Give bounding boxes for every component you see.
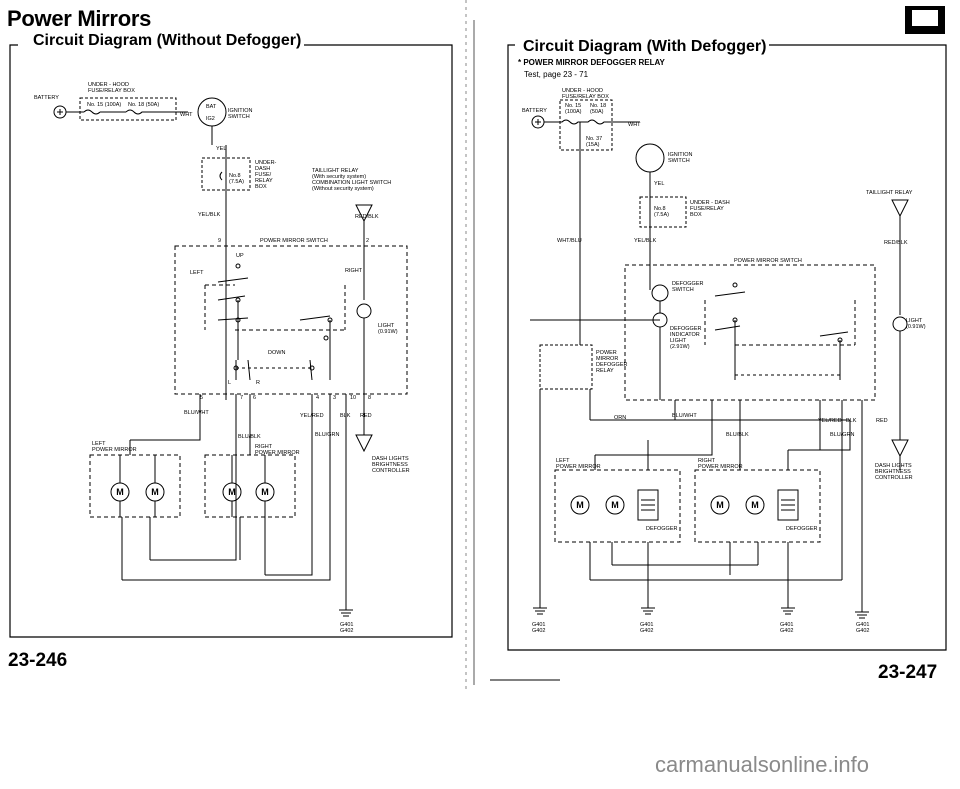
- r-power-mirror-switch-label: POWER MIRROR SWITCH: [734, 258, 802, 264]
- r-fuse-18-label: No. 18 (50A): [590, 103, 607, 115]
- r-wht-blu-wire-label: WHT/BLU: [557, 238, 582, 244]
- dash-lights-label: DASH LIGHTS BRIGHTNESS CONTROLLER: [372, 456, 410, 474]
- r-blu-wht-wire-label: BLU/WHT: [672, 413, 697, 419]
- left-power-mirror-label: LEFT POWER MIRROR: [92, 441, 137, 453]
- svg-text:M: M: [716, 500, 724, 510]
- pin-7-label: 7: [240, 395, 244, 401]
- red-wire-label: RED: [360, 413, 372, 419]
- svg-text:M: M: [576, 500, 584, 510]
- r-light-label: LIGHT (0.91W): [906, 318, 926, 330]
- r-underhood-label: UNDER - HOOD FUSE/RELAY BOX: [562, 88, 609, 100]
- r-defogger-indicator-label: DEFOGGER INDICATOR LIGHT (2.91W): [670, 326, 702, 350]
- switch-down-label: DOWN: [268, 350, 286, 356]
- svg-text:M: M: [611, 500, 619, 510]
- r-blk-wire-label: BLK: [846, 418, 857, 424]
- left-diagram-title: Circuit Diagram (Without Defogger): [30, 32, 305, 50]
- r-yel-wire-label: YEL: [654, 181, 665, 187]
- fuse-18-label: No. 18 (50A): [128, 102, 160, 108]
- r-yel-red-wire-label: YEL/RED: [818, 418, 842, 424]
- fuse-8-label: No.8 (7.5A): [229, 173, 244, 185]
- switch-right-label: RIGHT: [345, 268, 363, 274]
- r-left-power-mirror-label: LEFT POWER MIRROR: [556, 458, 601, 470]
- power-mirror-switch-label: POWER MIRROR SWITCH: [260, 238, 328, 244]
- light-label: LIGHT (0.91W): [378, 323, 398, 335]
- taillight-relay-label: TAILLIGHT RELAY (With security system) C…: [312, 168, 392, 192]
- watermark: carmanualsonline.info: [655, 752, 870, 777]
- r-taillight-relay-label: TAILLIGHT RELAY: [866, 190, 913, 196]
- pin-2-label: 2: [366, 238, 370, 244]
- r-left-defogger-label: DEFOGGER: [646, 526, 678, 532]
- r-ground-2-label: G401 G402: [640, 622, 654, 634]
- r-label: R: [256, 380, 260, 386]
- r-fuse-15-label: No. 15 (100A): [565, 103, 582, 115]
- bat-ig-label: BAT IG2: [206, 104, 217, 122]
- red-blk-wire-label: RED/BLK: [355, 214, 379, 220]
- yel-blk-wire-label: YEL/BLK: [198, 212, 221, 218]
- r-ground-4-label: G401 G402: [856, 622, 870, 634]
- r-battery-label: BATTERY: [522, 108, 547, 114]
- r-blu-blk-wire-label: BLU/BLK: [726, 432, 749, 438]
- ignition-switch-label: IGNITION SWITCH: [228, 108, 253, 120]
- r-yel-blk-wire-label: YEL/BLK: [634, 238, 657, 244]
- right-page-number: 23-247: [878, 662, 938, 683]
- right-diagram-title: Circuit Diagram (With Defogger): [520, 38, 770, 56]
- fuse-15-label: No. 15 (100A): [87, 102, 122, 108]
- switch-left-label: LEFT: [190, 270, 204, 276]
- test-reference: Test, page 23 - 71: [524, 70, 589, 79]
- blu-grn-wire-label: BLU/GRN: [315, 432, 340, 438]
- r-underdash-box-label: UNDER - DASH FUSE/RELAY BOX: [690, 200, 730, 218]
- blu-wht-wire-label: BLU/WHT: [184, 410, 209, 416]
- left-page-number: 23-246: [8, 650, 68, 671]
- r-ground-1-label: G401 G402: [532, 622, 546, 634]
- svg-text:M: M: [151, 487, 159, 497]
- pin-10-label: 10: [350, 395, 357, 401]
- r-ignition-switch-label: IGNITION SWITCH: [668, 152, 693, 164]
- pin-5-label: 5: [200, 395, 204, 401]
- yel-red-wire-label: YEL/RED: [300, 413, 324, 419]
- underdash-box-label: UNDER- DASH FUSE/ RELAY BOX: [255, 160, 277, 190]
- l-label: L: [228, 380, 232, 386]
- pin-3-label: 3: [333, 395, 337, 401]
- svg-text:M: M: [261, 487, 269, 497]
- defogger-relay-note: * POWER MIRROR DEFOGGER RELAY: [518, 58, 665, 67]
- r-fuse-8-label: No.8 (7.5A): [654, 206, 669, 218]
- r-blu-grn-wire-label: BLU/GRN: [830, 432, 855, 438]
- r-orn-wire-label: ORN: [614, 415, 627, 421]
- r-relay-label: POWER MIRROR DEFOGGER RELAY: [596, 350, 628, 374]
- pin-6-label: 6: [253, 395, 257, 401]
- wht-wire-label: WHT: [180, 112, 193, 118]
- m-label: M: [116, 487, 124, 497]
- pin-9-label: 9: [218, 238, 222, 244]
- underhood-label: UNDER - HOOD FUSE/RELAY BOX: [88, 82, 135, 94]
- svg-text:M: M: [751, 500, 759, 510]
- r-wht-wire-label: WHT: [628, 122, 641, 128]
- r-ground-3-label: G401 G402: [780, 622, 794, 634]
- right-power-mirror-label: RIGHT POWER MIRROR: [255, 444, 300, 456]
- pin-4-label: 4: [316, 395, 320, 401]
- yel-wire-label: YEL: [216, 146, 227, 152]
- r-right-defogger-label: DEFOGGER: [786, 526, 818, 532]
- r-red-blk-wire-label: RED/BLK: [884, 240, 908, 246]
- r-red-wire-label: RED: [876, 418, 888, 424]
- ground-label: G401 G402: [340, 622, 354, 634]
- svg-text:M: M: [228, 487, 236, 497]
- r-fuse-37-label: No. 37 (15A): [586, 136, 603, 148]
- page-header: Power Mirrors: [7, 6, 152, 31]
- blu-blk-wire-label: BLU/BLK: [238, 434, 261, 440]
- r-dash-lights-label: DASH LIGHTS BRIGHTNESS CONTROLLER: [875, 463, 913, 481]
- pin-8-label: 8: [368, 395, 372, 401]
- r-defogger-switch-label: DEFOGGER SWITCH: [672, 281, 704, 293]
- blk-wire-label: BLK: [340, 413, 351, 419]
- switch-up-label: UP: [236, 253, 244, 259]
- r-right-power-mirror-label: RIGHT POWER MIRROR: [698, 458, 743, 470]
- battery-label: BATTERY: [34, 95, 59, 101]
